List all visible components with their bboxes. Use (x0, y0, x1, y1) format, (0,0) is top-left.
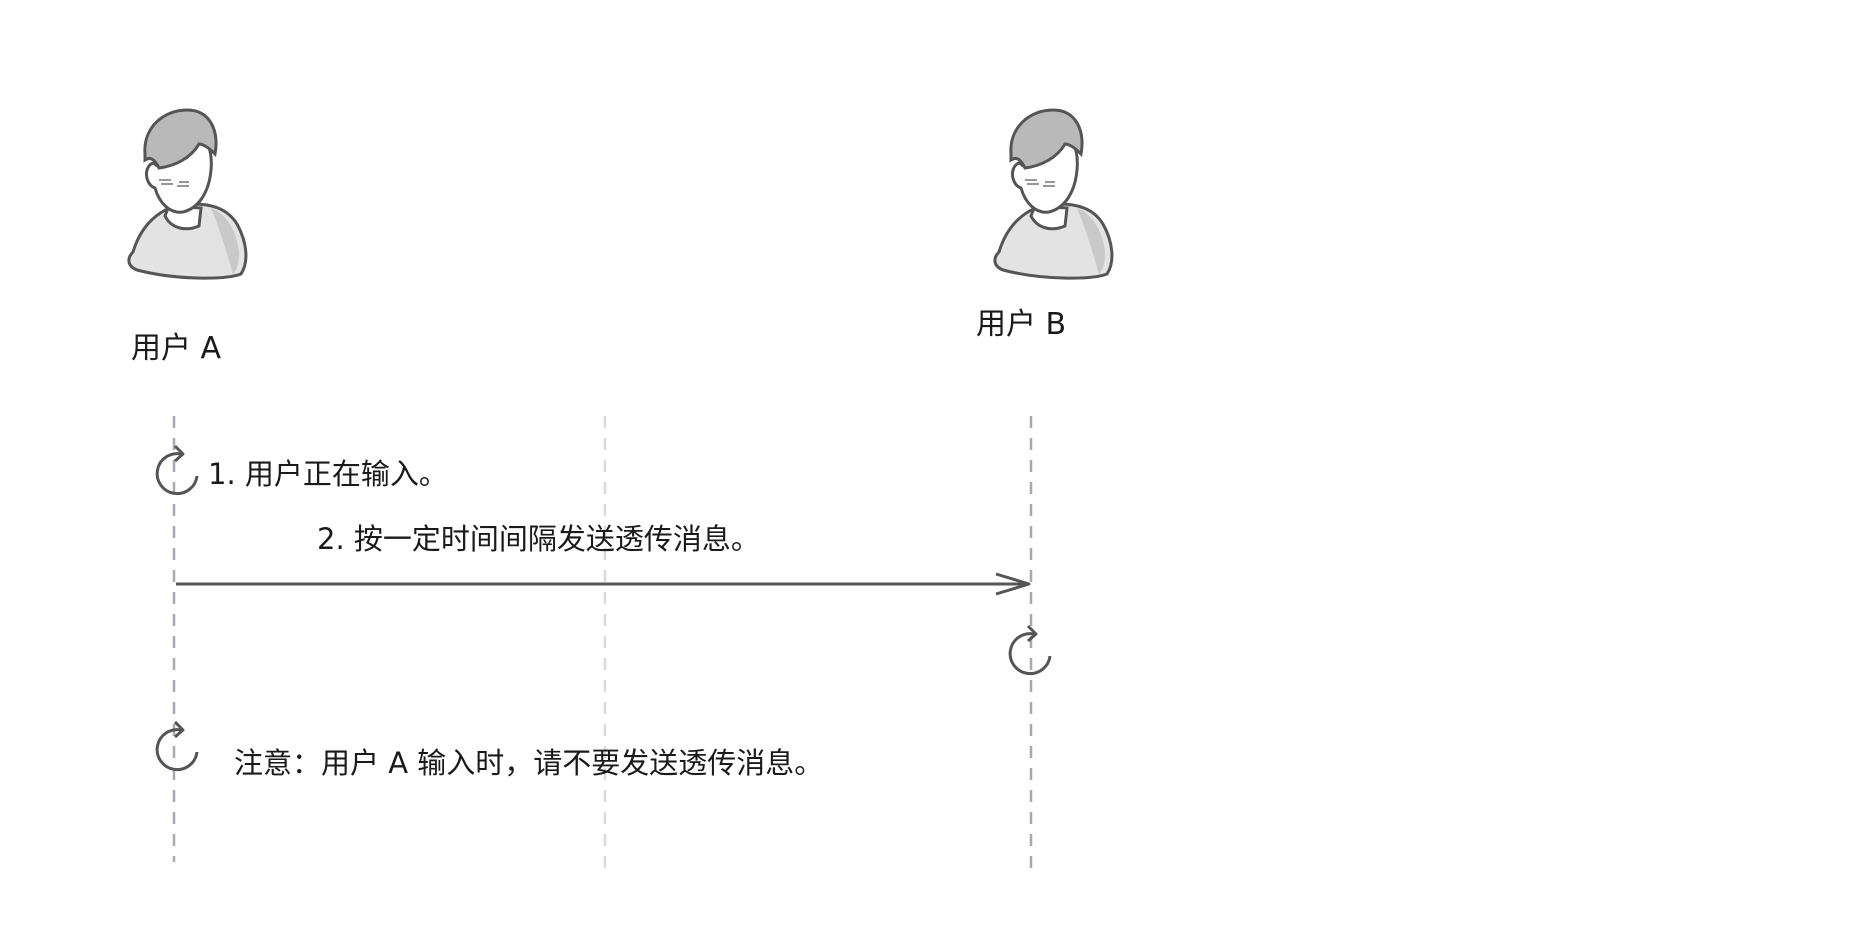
actor-a-label: 用户 A (131, 331, 222, 366)
refresh-icon (155, 720, 199, 772)
user-b-avatar-icon (993, 108, 1114, 280)
step-send-label: 2. 按一定时间间隔发送透传消息。 (317, 522, 760, 556)
actor-a: 用户 A (127, 108, 248, 366)
message-arrow (176, 572, 1031, 596)
user-a-avatar-icon (127, 108, 248, 280)
actor-b: 用户 B (976, 108, 1114, 342)
step-note-label: 注意：用户 A 输入时，请不要发送透传消息。 (234, 746, 823, 780)
actor-b-label: 用户 B (976, 307, 1066, 342)
refresh-icon (155, 444, 199, 496)
step-typing-label: 1. 用户正在输入。 (208, 457, 448, 491)
